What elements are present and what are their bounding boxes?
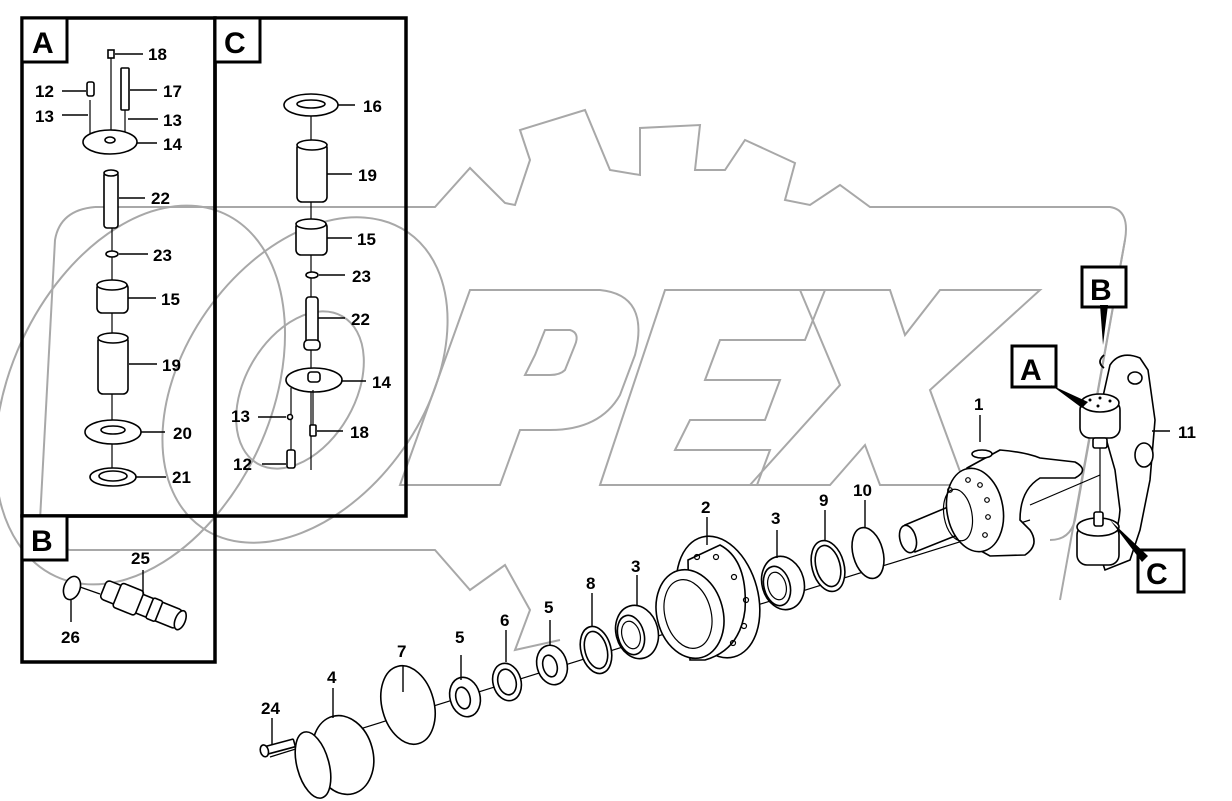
part-23-washer [105,250,119,258]
inset-a-label-box [20,16,69,64]
part-23-washer [305,271,319,279]
part-3-bearing [760,555,806,611]
label-23: 23 [153,246,172,265]
part-8-ring [579,625,613,675]
label-22: 22 [351,310,370,329]
label-26: 26 [61,628,80,647]
part-12-bolt [286,449,296,469]
label-17: 17 [163,82,182,101]
part-19-sleeve [97,335,129,395]
label-9: 9 [819,491,828,510]
part-5-seal [535,644,569,686]
label-13: 13 [231,407,250,426]
part-17-bolt [120,67,130,111]
label-16: 16 [363,97,382,116]
inset-b-label: B [31,525,53,558]
part-5-seal [448,676,482,718]
label-25: 25 [131,549,150,568]
label-11: 11 [1178,423,1196,442]
part-26-snap-ring [62,575,82,601]
callout-a: A [1010,344,1088,408]
part-9-ring [810,539,846,593]
label-21: 21 [172,468,191,487]
label-19: 19 [162,356,181,375]
label-8: 8 [586,574,595,593]
inset-b: B 26 25 [20,514,217,664]
label-2: 2 [701,498,710,517]
part-12-bolt [86,81,95,97]
part-22-pin [103,171,119,229]
label-18: 18 [350,423,369,442]
label-20: 20 [173,424,192,443]
callout-b: B [1080,265,1128,369]
label-10: 10 [853,481,872,500]
part-10-o-ring [851,526,885,580]
inset-a: A 18 12 17 13 13 14 22 23 [20,16,217,518]
part-7-gasket [380,664,436,746]
label-3: 3 [771,509,780,528]
inset-b-label-box [20,514,69,562]
part-6-ring [491,662,523,702]
label-12: 12 [35,82,54,101]
label-18: 18 [148,45,167,64]
callout-b-label: B [1090,274,1112,307]
label-5: 5 [544,598,553,617]
part-24-bolt [259,738,296,758]
label-12: 12 [233,455,252,474]
label-6: 6 [500,611,509,630]
label-14: 14 [372,373,391,392]
part-3-bearing [614,604,660,660]
label-22: 22 [151,189,170,208]
inset-c-label: C [224,27,246,60]
part-4-hub-cap [294,714,375,799]
part-11-steering-arm [1076,354,1156,572]
label-5: 5 [455,628,464,647]
label-15: 15 [357,230,376,249]
label-14: 14 [163,135,182,154]
label-3: 3 [631,557,640,576]
callout-c: C [1110,520,1186,594]
callout-a-label: A [1020,354,1042,387]
part-18-fitting [107,49,115,59]
label-13: 13 [35,107,54,126]
part-19-sleeve [296,142,328,203]
label-4: 4 [327,668,337,687]
label-23: 23 [352,267,371,286]
part-2-hub [655,535,761,661]
part-18-fitting [309,424,317,437]
inset-c-label-box [213,16,262,64]
inset-a-label: A [32,27,54,60]
inset-c: C 16 19 15 23 22 14 13 [213,16,408,518]
callout-c-label: C [1146,558,1168,591]
label-19: 19 [358,166,377,185]
label-1: 1 [974,395,983,414]
part-25-pin [99,580,188,631]
label-15: 15 [161,290,180,309]
label-24: 24 [261,699,280,718]
label-7: 7 [397,642,406,661]
label-13: 13 [163,111,182,130]
part-1-steering-knuckle [898,449,1084,557]
main-assembly: 24 4 7 5 6 5 [259,265,1196,799]
